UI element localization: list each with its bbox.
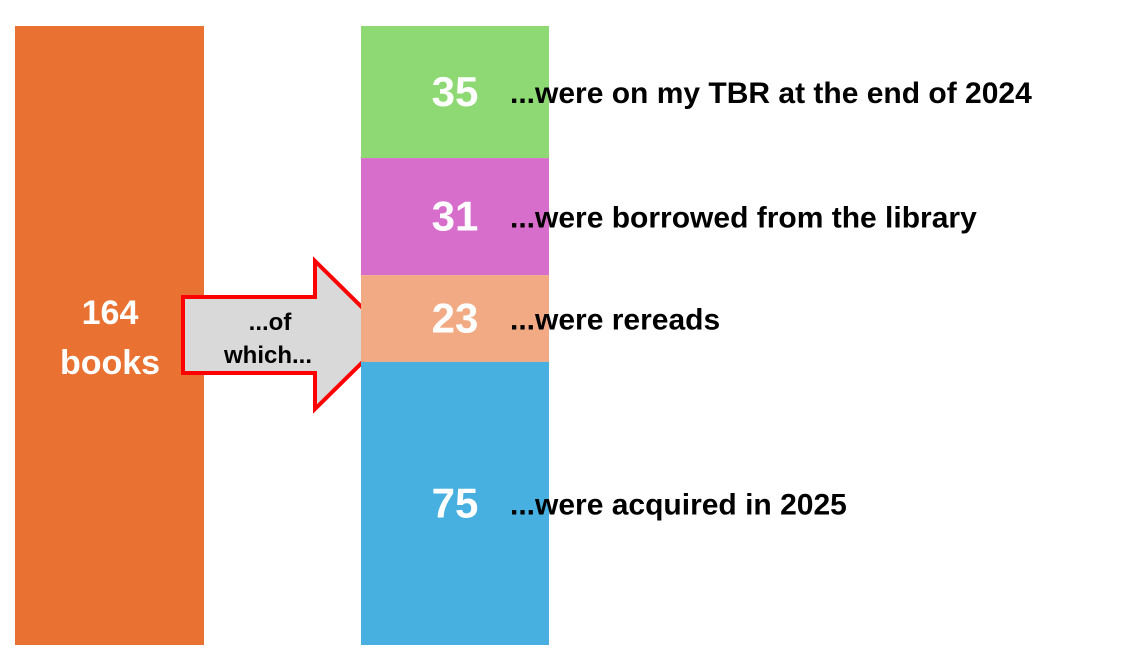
- arrow-connector: [181, 256, 393, 414]
- total-bar: [15, 26, 204, 645]
- arrow-label-line2: which...: [223, 342, 312, 369]
- total-unit-label: books: [60, 344, 160, 382]
- segment-value-label: 35: [432, 68, 479, 115]
- segment-bar: [361, 275, 549, 362]
- segment-value-label: 23: [432, 295, 479, 342]
- segment-bar: [361, 158, 549, 276]
- segment-description: ...were on my TBR at the end of 2024: [510, 77, 1032, 110]
- segment-value-label: 75: [432, 479, 479, 526]
- segment-description: ...were rereads: [510, 304, 720, 337]
- segment-bar: [361, 361, 549, 645]
- segment-description: ...were acquired in 2025: [510, 488, 847, 521]
- segment-description: ...were borrowed from the library: [510, 202, 977, 235]
- segment-bar: [361, 26, 549, 159]
- arrow-label-line1: ...of: [249, 309, 293, 336]
- segment-value-label: 31: [432, 193, 479, 240]
- total-value-label: 164: [82, 294, 139, 332]
